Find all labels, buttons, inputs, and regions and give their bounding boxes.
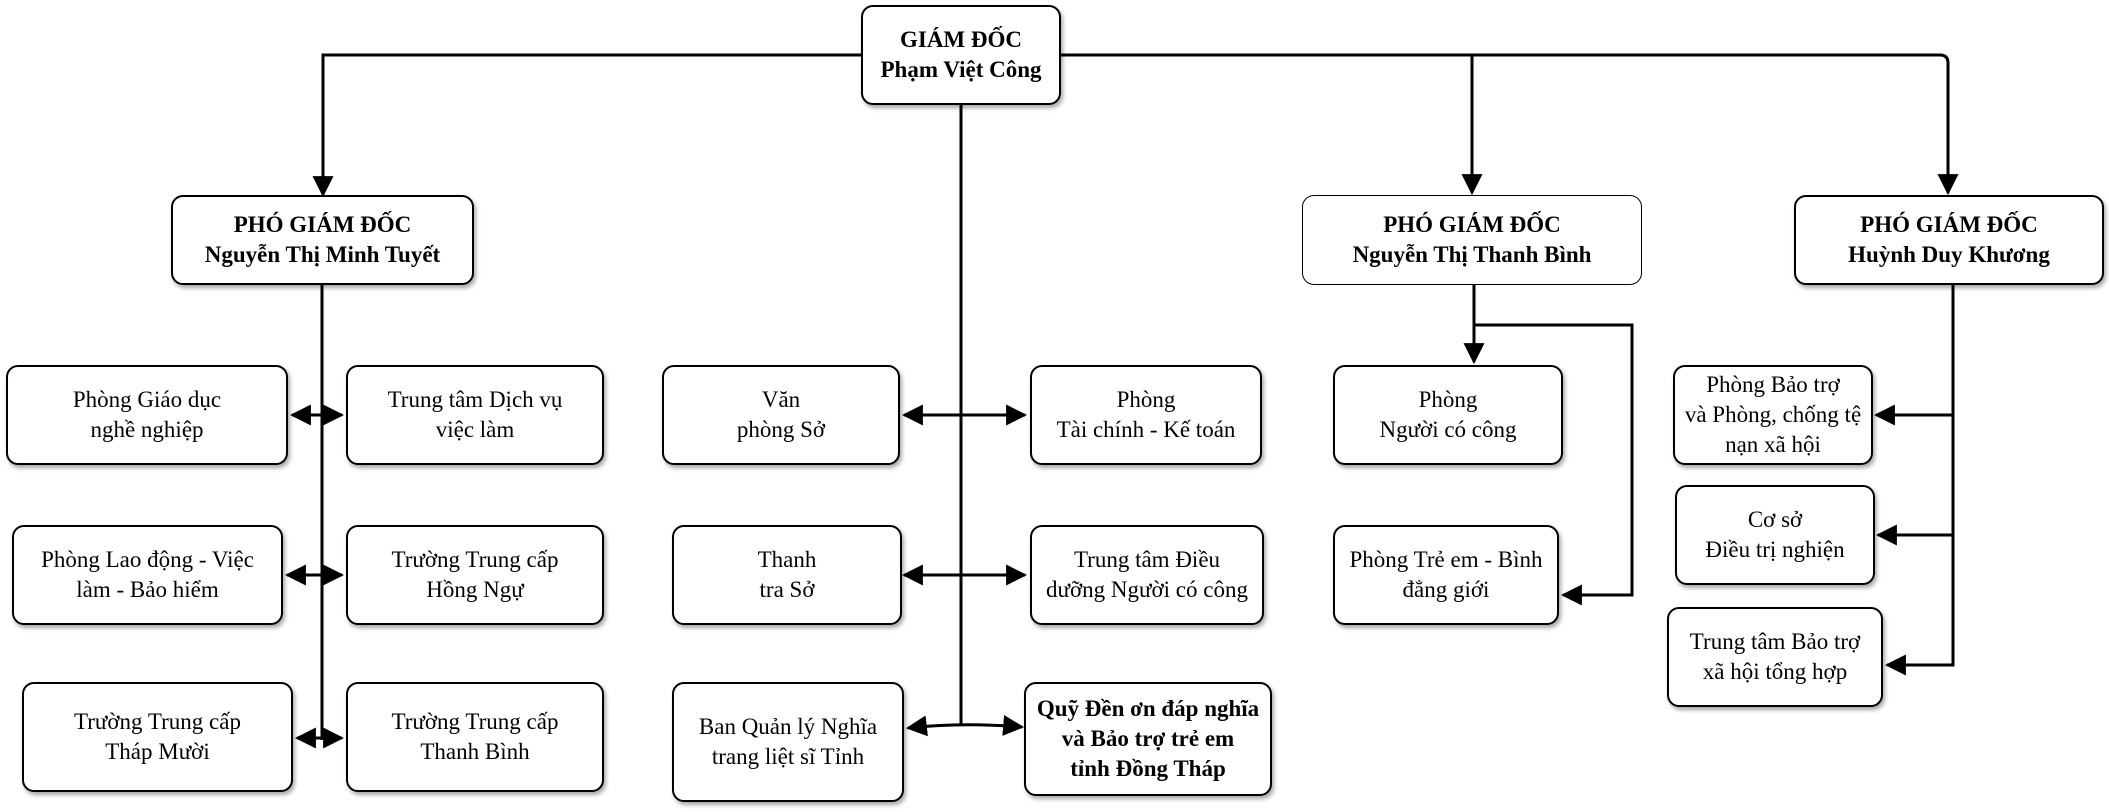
- unit-van-phong: Văn phòng Sở: [662, 365, 900, 465]
- deputy-1-title: PHÓ GIÁM ĐỐC: [233, 212, 412, 237]
- unit-line: Trường Trung cấp: [391, 709, 559, 734]
- unit-line: nạn xã hội: [1725, 432, 1821, 457]
- unit-line: Trường Trung cấp: [391, 547, 559, 572]
- unit-line: xã hội tổng hợp: [1702, 659, 1848, 684]
- unit-line: Phòng Giáo dục: [72, 387, 222, 412]
- unit-line: và Bảo trợ trẻ em: [1061, 726, 1235, 751]
- unit-line: tỉnh Đồng Tháp: [1070, 756, 1226, 781]
- unit-trung-tam-dieu-duong: Trung tâm Điều dưỡng Người có công: [1030, 525, 1264, 625]
- unit-line: đẳng giới: [1402, 577, 1490, 602]
- unit-phong-lao-dong: Phòng Lao động - Việc làm - Bảo hiểm: [12, 525, 283, 625]
- unit-line: việc làm: [435, 417, 515, 442]
- deputy-3-name: Huỳnh Duy Khương: [1848, 242, 2050, 267]
- unit-line: Phòng: [1418, 387, 1478, 412]
- unit-co-so-dieu-tri: Cơ sở Điều trị nghiện: [1675, 485, 1875, 585]
- unit-line: Trung tâm Bảo trợ: [1689, 629, 1861, 654]
- unit-thanh-tra: Thanh tra Sở: [672, 525, 902, 625]
- deputy-box-2: PHÓ GIÁM ĐỐC Nguyễn Thị Thanh Bình: [1302, 195, 1642, 285]
- unit-line: Phòng: [1116, 387, 1176, 412]
- unit-line: Ban Quản lý Nghĩa: [698, 714, 878, 739]
- unit-line: Cơ sở: [1747, 507, 1803, 532]
- unit-line: tra Sở: [759, 577, 815, 602]
- connector-director-row-3: [905, 714, 1025, 737]
- unit-quy-den-on: Quỹ Đền ơn đáp nghĩa và Bảo trợ trẻ em t…: [1024, 682, 1272, 796]
- unit-line: Thanh Bình: [420, 739, 530, 764]
- deputy-2-title: PHÓ GIÁM ĐỐC: [1383, 212, 1561, 237]
- unit-line: Tài chính - Kế toán: [1056, 417, 1236, 442]
- unit-line: Điều trị nghiện: [1705, 537, 1845, 562]
- unit-line: Tháp Mười: [105, 739, 210, 764]
- unit-trung-tam-dich-vu: Trung tâm Dịch vụ việc làm: [346, 365, 604, 465]
- unit-line: Phòng Bảo trợ: [1706, 372, 1840, 397]
- deputy-2-name: Nguyễn Thị Thanh Bình: [1352, 242, 1592, 267]
- deputy-box-3: PHÓ GIÁM ĐỐC Huỳnh Duy Khương: [1794, 195, 2104, 285]
- unit-line: Người có công: [1379, 417, 1517, 442]
- unit-phong-bao-tro: Phòng Bảo trợ và Phòng, chống tệ nạn xã …: [1673, 365, 1873, 465]
- deputy-1-name: Nguyễn Thị Minh Tuyết: [204, 242, 441, 267]
- unit-line: Phòng Lao động - Việc: [41, 547, 254, 572]
- unit-line: Quỹ Đền ơn đáp nghĩa: [1036, 696, 1260, 721]
- unit-line: Hồng Ngự: [426, 577, 524, 602]
- connector-director-to-deputy-3: [1061, 53, 1959, 196]
- unit-line: làm - Bảo hiểm: [76, 577, 219, 602]
- unit-line: Trung tâm Điều: [1073, 547, 1221, 572]
- unit-line: phòng Sở: [736, 417, 826, 442]
- connector-director-to-deputy-2: [1061, 53, 1483, 196]
- unit-line: trang liệt sĩ Tỉnh: [711, 744, 865, 769]
- unit-line: nghề nghiệp: [90, 417, 204, 442]
- unit-phong-tai-chinh: Phòng Tài chính - Kế toán: [1030, 365, 1262, 465]
- unit-truong-hong-ngu: Trường Trung cấp Hồng Ngự: [346, 525, 604, 625]
- deputy-box-1: PHÓ GIÁM ĐỐC Nguyễn Thị Minh Tuyết: [171, 195, 474, 285]
- unit-truong-thanh-binh: Trường Trung cấp Thanh Bình: [346, 682, 604, 792]
- unit-line: dưỡng Người có công: [1046, 577, 1248, 602]
- connector-deputy-2-to-tre-em: [1474, 323, 1634, 606]
- unit-line: Phòng Trẻ em - Bình: [1349, 547, 1543, 572]
- unit-phong-nguoi-co-cong: Phòng Người có công: [1333, 365, 1563, 465]
- unit-truong-thap-muoi: Trường Trung cấp Tháp Mười: [22, 682, 293, 792]
- unit-trung-tam-bao-tro: Trung tâm Bảo trợ xã hội tổng hợp: [1667, 607, 1883, 707]
- unit-line: Trung tâm Dịch vụ: [387, 387, 563, 412]
- unit-line: Trường Trung cấp: [74, 709, 241, 734]
- director-box: GIÁM ĐỐC Phạm Việt Công: [861, 5, 1061, 105]
- director-name: Phạm Việt Công: [880, 57, 1042, 82]
- unit-line: Thanh: [757, 547, 817, 572]
- unit-phong-giao-duc: Phòng Giáo dục nghề nghiệp: [6, 365, 288, 465]
- unit-line: và Phòng, chống tệ: [1684, 402, 1862, 427]
- connector-director-to-deputy-1: [312, 53, 861, 198]
- unit-phong-tre-em: Phòng Trẻ em - Bình đẳng giới: [1333, 525, 1559, 625]
- unit-line: Văn: [761, 387, 801, 412]
- unit-ban-quan-ly: Ban Quản lý Nghĩa trang liệt sĩ Tỉnh: [672, 682, 904, 802]
- deputy-3-title: PHÓ GIÁM ĐỐC: [1860, 212, 2038, 237]
- director-title: GIÁM ĐỐC: [899, 27, 1023, 52]
- connector-deputy-3-trunk: [1884, 285, 1955, 676]
